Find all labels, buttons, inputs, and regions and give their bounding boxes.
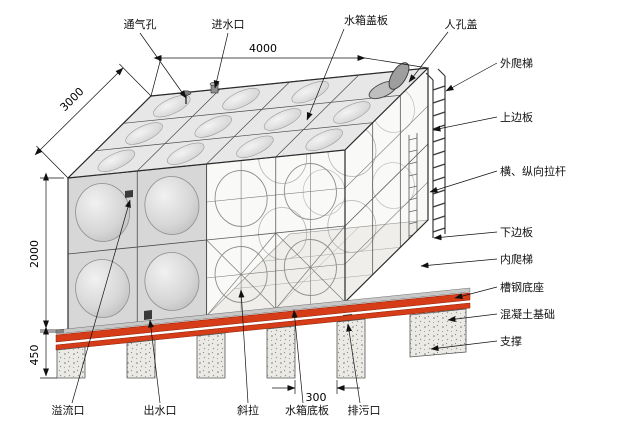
front-panel-seams <box>67 171 207 323</box>
tank-outline <box>67 67 429 331</box>
channel-steel-base-bottom <box>55 302 471 351</box>
leader-lines <box>71 28 498 404</box>
manhole-cover <box>368 62 410 100</box>
label-tank-cover-plate: 水箱盖板 <box>344 13 388 27</box>
support-pier <box>266 325 296 379</box>
label-upper-side-plate: 上边板 <box>500 110 533 124</box>
front-dome-panels <box>75 176 200 318</box>
cutaway-dome-outlines <box>214 163 337 303</box>
support-pier <box>56 346 86 379</box>
support-pier <box>196 332 226 379</box>
label-external-ladder: 外爬梯 <box>500 57 533 70</box>
concrete-foundation-block <box>409 308 467 358</box>
dim-support-spacing: 300 <box>306 391 327 404</box>
support-pier <box>126 339 156 379</box>
bottom-plate-edge <box>55 287 471 335</box>
dim-height: 2000 <box>28 240 41 268</box>
label-diagonal-brace: 斜拉 <box>237 403 259 417</box>
label-vent-hole: 通气孔 <box>124 17 157 31</box>
overflow-port <box>125 190 133 198</box>
top-panel-seams <box>95 74 401 172</box>
diagonal-braces <box>206 225 346 316</box>
label-overflow-port: 溢流口 <box>52 403 85 417</box>
right-face-frame <box>344 95 429 275</box>
label-support: 支撑 <box>500 334 522 348</box>
label-tank-bottom-plate: 水箱底板 <box>285 403 329 417</box>
dim-support-height: 450 <box>28 345 41 366</box>
label-water-inlet: 进水口 <box>212 18 245 31</box>
label-channel-steel-base: 槽钢底座 <box>500 280 544 294</box>
front-face <box>67 163 207 331</box>
label-internal-ladder: 内爬梯 <box>500 252 533 266</box>
tank-base <box>55 287 471 351</box>
external-ladder <box>425 68 446 238</box>
label-manhole-cover: 人孔盖 <box>445 17 478 31</box>
water-outlet-port <box>144 310 152 320</box>
dimension-lines <box>34 55 429 394</box>
label-lower-side-plate: 下边板 <box>500 225 533 239</box>
label-tie-rods: 横、纵向拉杆 <box>500 164 566 178</box>
dim-side-depth: 3000 <box>58 85 87 114</box>
water-inlet <box>209 81 220 94</box>
label-water-outlet: 出水口 <box>144 403 177 417</box>
channel-steel-base-top <box>55 292 471 343</box>
label-concrete-foundation: 混凝土基础 <box>500 307 555 321</box>
top-dome-panels <box>97 81 371 172</box>
label-drain-port: 排污口 <box>348 403 381 417</box>
dim-top-width: 4000 <box>249 42 277 55</box>
support-pier <box>336 318 366 379</box>
